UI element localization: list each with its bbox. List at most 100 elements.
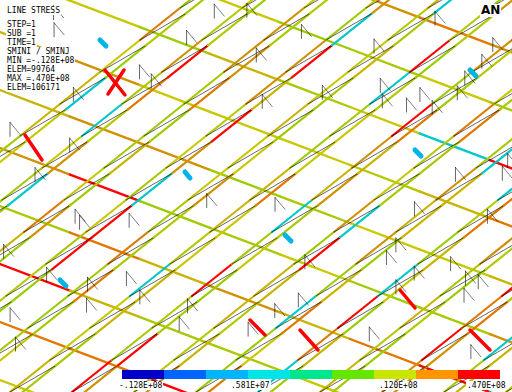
truss-member	[388, 13, 434, 40]
truss-member	[42, 141, 88, 168]
truss-member	[472, 45, 512, 72]
truss-member	[87, 277, 88, 291]
truss-member	[428, 0, 474, 8]
truss-member	[114, 237, 154, 269]
truss-member	[478, 275, 488, 287]
truss-member	[122, 77, 168, 104]
truss-member	[24, 205, 70, 232]
truss-member	[0, 205, 8, 237]
truss-member	[192, 269, 238, 296]
truss-member	[0, 333, 34, 360]
truss-member	[450, 257, 451, 271]
truss-member	[194, 173, 234, 205]
truss-member	[70, 117, 140, 144]
truss-member	[252, 77, 292, 109]
truss-member	[502, 166, 512, 178]
truss-member	[3, 244, 4, 258]
truss-member	[312, 173, 358, 200]
truss-member	[270, 13, 310, 45]
truss-member	[0, 322, 70, 349]
truss-member	[322, 85, 332, 97]
truss-member	[2, 173, 48, 200]
truss-member	[96, 301, 136, 333]
truss-member	[105, 70, 125, 95]
truss-member	[470, 70, 476, 76]
plot-info: LINE STRESS	[6, 6, 61, 15]
truss-member	[46, 237, 92, 264]
truss-member	[35, 168, 45, 180]
truss-member	[75, 209, 85, 221]
truss-member	[180, 0, 226, 8]
truss-member	[340, 205, 380, 237]
truss-member	[86, 205, 132, 232]
truss-member	[372, 0, 412, 13]
truss-member	[48, 141, 88, 173]
truss-member	[262, 95, 263, 109]
truss-member	[140, 65, 150, 77]
truss-member	[140, 143, 210, 170]
truss-member	[108, 237, 154, 264]
truss-member	[420, 308, 490, 335]
truss-member	[180, 333, 220, 365]
truss-member	[162, 45, 208, 72]
truss-member	[395, 238, 396, 252]
truss-member	[26, 109, 66, 141]
truss-member	[64, 173, 110, 200]
truss-member	[330, 109, 376, 136]
truss-member	[207, 194, 217, 206]
truss-member	[350, 339, 420, 366]
truss-member	[92, 205, 132, 237]
truss-member	[275, 197, 276, 211]
truss-member	[6, 269, 52, 296]
truss-member	[0, 237, 30, 269]
truss-member	[374, 173, 420, 200]
truss-member	[276, 301, 322, 328]
truss-member	[186, 30, 187, 44]
truss-member	[0, 200, 2, 232]
truss-member	[242, 333, 282, 365]
truss-member	[275, 197, 285, 209]
truss-member	[132, 173, 172, 205]
truss-member	[130, 269, 176, 296]
truss-member	[280, 196, 350, 223]
truss-member	[154, 205, 194, 237]
truss-member	[140, 259, 210, 286]
truss-member	[402, 205, 442, 237]
truss-member	[494, 72, 512, 104]
truss-member	[300, 330, 318, 350]
truss-member	[70, 291, 140, 318]
truss-member	[188, 173, 234, 200]
truss-member	[314, 77, 354, 109]
truss-member	[432, 101, 442, 113]
truss-member	[482, 54, 492, 66]
truss-member	[370, 77, 416, 104]
truss-member	[68, 269, 114, 296]
truss-member	[198, 269, 238, 301]
truss-member	[174, 333, 220, 360]
truss-member	[187, 30, 197, 42]
truss-member	[0, 328, 28, 360]
plot-info: SUB =1	[6, 29, 37, 38]
truss-member	[60, 280, 66, 286]
truss-member	[352, 141, 398, 168]
truss-member	[486, 237, 512, 269]
truss-member	[139, 290, 140, 304]
truss-member	[455, 167, 465, 179]
plot-info: ELEM=99764	[6, 65, 56, 74]
truss-member	[490, 333, 512, 365]
truss-member	[108, 70, 124, 94]
truss-member	[298, 293, 299, 307]
truss-member	[126, 272, 127, 286]
truss-member	[451, 257, 461, 269]
truss-member	[70, 138, 80, 150]
truss-member	[478, 275, 479, 289]
truss-member	[272, 205, 318, 232]
truss-member	[414, 202, 415, 216]
truss-member	[151, 74, 161, 86]
truss-member	[20, 109, 66, 136]
truss-member	[464, 205, 504, 237]
truss-member	[457, 86, 467, 98]
truss-member	[450, 13, 496, 40]
truss-member	[228, 141, 274, 168]
